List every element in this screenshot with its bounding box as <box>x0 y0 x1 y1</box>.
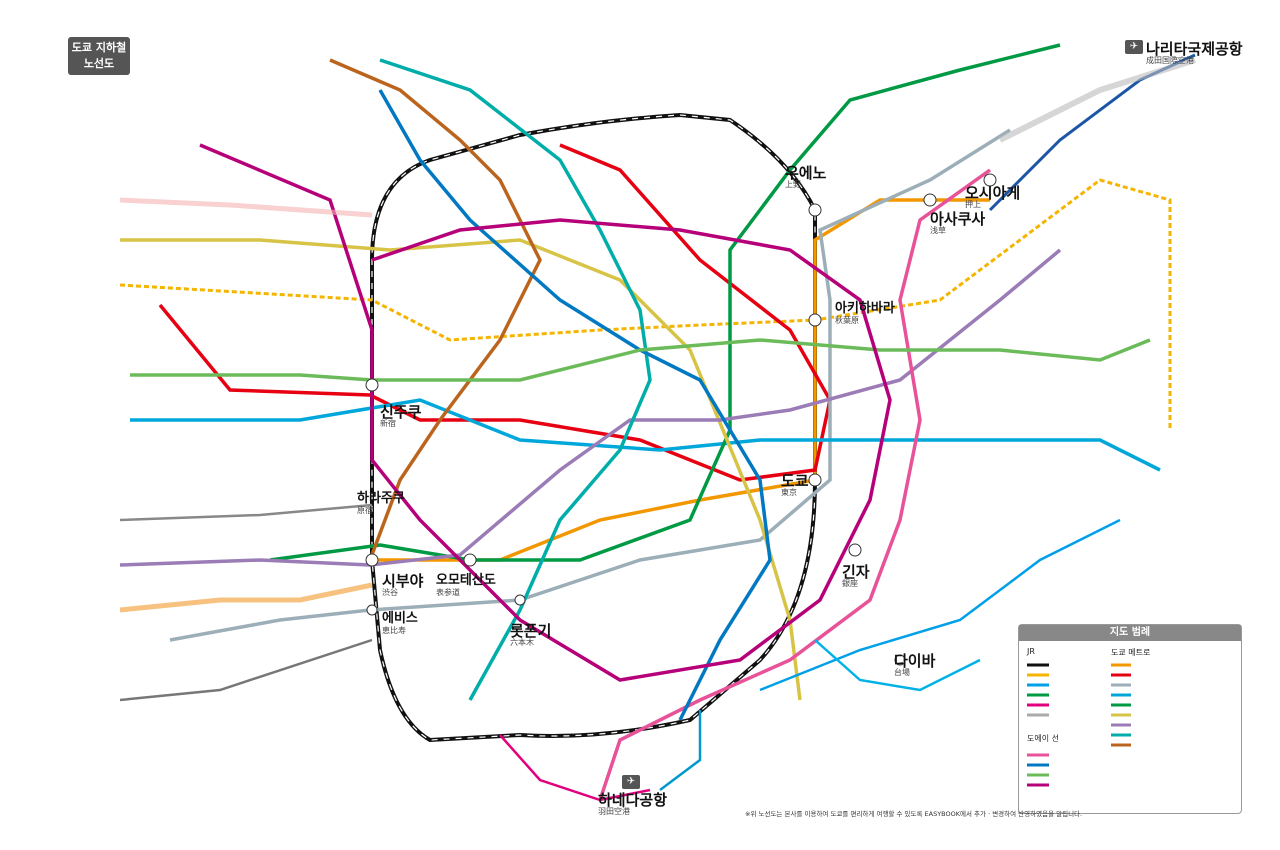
station-ebisu-name: 에비스 <box>382 611 418 626</box>
station-roppongi-name: 롯폰기 <box>510 622 552 640</box>
station-ginza[interactable]: 긴자 銀座 <box>842 563 870 589</box>
tokyu-line <box>119 638 373 702</box>
station-akihabara-name: 아키하바라 <box>835 301 895 316</box>
rinkai-line <box>759 518 1121 692</box>
station-tokyo-sub: 東京 <box>781 488 797 497</box>
station-asakusa-sub: 浅草 <box>930 226 946 235</box>
hibiya-line <box>169 128 1011 642</box>
narita-express-line <box>998 57 1196 143</box>
shinjuku-toei-line <box>130 338 1151 382</box>
station-omotesando[interactable]: 오모테산도 表参道 <box>436 573 496 598</box>
hanzomon-line <box>119 248 1062 567</box>
station-ueno[interactable]: 우에노 上野 <box>785 164 827 190</box>
keio-line <box>119 503 373 522</box>
monorail-line <box>659 710 702 791</box>
station-oshiage-sub: 押上 <box>965 200 981 209</box>
station-haneda[interactable]: 하네다공항 羽田空港 <box>598 791 668 817</box>
station-ginza-sub: 銀座 <box>842 579 858 588</box>
station-shinjuku-name: 신주쿠 <box>380 403 422 421</box>
yurikamome-line <box>814 639 981 692</box>
station-odaiba-name: 다이바 <box>894 652 936 670</box>
station-odaiba[interactable]: 다이바 台場 <box>894 652 936 678</box>
station-shinjuku[interactable]: 신주쿠 新宿 <box>380 403 422 429</box>
station-haneda-name: 하네다공항 <box>598 791 668 809</box>
station-asakusa-name: 아사쿠사 <box>930 210 986 228</box>
station-akihabara-sub: 秋葉原 <box>835 316 859 325</box>
seibu-line <box>119 197 373 218</box>
station-haneda-sub: 羽田空港 <box>598 807 630 816</box>
mita-line <box>378 89 772 721</box>
map-title-line2: 노선도 <box>83 57 115 70</box>
station-narita-name: 나리타국제공항 <box>1146 40 1243 58</box>
keikyu-line <box>499 734 651 802</box>
station-shinjuku-sub: 新宿 <box>380 419 396 428</box>
station-roppongi-sub: 六本木 <box>510 638 534 647</box>
station-omotesando-sub: 表参道 <box>436 588 460 597</box>
station-tokyo[interactable]: 도쿄 東京 <box>781 472 809 498</box>
oedo-line <box>199 143 892 682</box>
airport-icon: ✈ <box>622 775 640 789</box>
station-oshiage[interactable]: 오시아게 押上 <box>965 184 1021 210</box>
tozai-line <box>130 398 1161 472</box>
station-akihabara[interactable]: 아키하바라 秋葉原 <box>835 301 895 326</box>
station-shibuya-name: 시부야 <box>382 572 424 590</box>
station-odaiba-sub: 台場 <box>894 668 910 677</box>
map-title-line1: 도쿄 지하철 <box>71 41 127 54</box>
namboku-line <box>379 58 652 701</box>
station-oshiage-name: 오시아게 <box>965 184 1021 202</box>
station-asakusa[interactable]: 아사쿠사 浅草 <box>930 210 986 236</box>
yurakucho-line <box>120 238 802 701</box>
station-narita[interactable]: 나리타국제공항 成田国際空港 <box>1146 40 1243 66</box>
station-shibuya[interactable]: 시부야 渋谷 <box>382 572 424 598</box>
fukutoshin-line <box>329 58 542 561</box>
yamanote-line-inner <box>371 114 816 741</box>
station-ueno-sub: 上野 <box>785 180 801 189</box>
station-harajuku[interactable]: 하라주쿠 原宿 <box>357 491 405 516</box>
station-shibuya-sub: 渋谷 <box>382 588 398 597</box>
marunouchi-line <box>158 143 832 482</box>
legend-metro-head: 도쿄 메트로 <box>1111 648 1151 657</box>
station-ebisu-sub: 恵比寿 <box>382 626 406 635</box>
odakyu-line <box>119 582 373 613</box>
station-ueno-name: 우에노 <box>785 164 827 182</box>
station-narita-sub: 成田国際空港 <box>1146 56 1194 65</box>
legend-toei-head: 도에이 선 <box>1027 734 1059 743</box>
chuo-line <box>119 178 1172 430</box>
map-legend: 지도 범례 JR 도쿄 메트로 도에이 선 <box>1018 624 1242 814</box>
legend-title: 지도 범례 <box>1019 625 1241 641</box>
asakusa-line <box>598 168 992 801</box>
map-title: 도쿄 지하철 노선도 <box>68 37 130 75</box>
footnote: ※위 노선도는 본사를 이용하여 도쿄를 편리하게 여행할 수 있도록 EASY… <box>745 810 1083 818</box>
station-harajuku-sub: 原宿 <box>357 506 373 515</box>
station-tokyo-name: 도쿄 <box>781 472 809 490</box>
yamanote-line <box>370 112 817 743</box>
legend-jr-head: JR <box>1027 647 1035 656</box>
station-omotesando-name: 오모테산도 <box>436 573 496 588</box>
station-roppongi[interactable]: 롯폰기 六本木 <box>510 622 552 648</box>
legend-swatches <box>1027 663 1131 787</box>
station-ginza-name: 긴자 <box>842 563 870 581</box>
airport-icon-narita: ✈ <box>1125 40 1143 54</box>
station-markers <box>365 173 997 666</box>
station-harajuku-name: 하라주쿠 <box>357 491 405 506</box>
station-ebisu[interactable]: 에비스 恵比寿 <box>382 611 418 636</box>
